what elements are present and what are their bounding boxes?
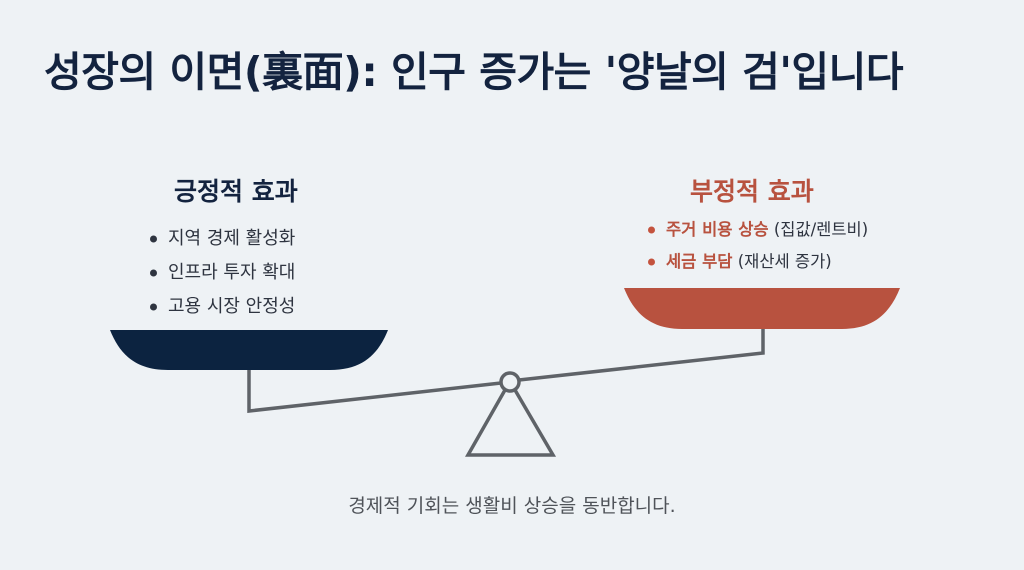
- balance-beam-icon: [247, 370, 502, 413]
- negative-effects-heading: 부정적 효과: [690, 177, 814, 206]
- list-item-emphasis: 주거 비용 상승: [666, 220, 769, 239]
- bullet-icon: [150, 269, 157, 277]
- bullet-icon: [150, 303, 157, 311]
- list-item: 주거 비용 상승 (집값/렌트비): [644, 214, 868, 246]
- bullet-icon: [150, 235, 157, 243]
- scale-pan-right-icon: [624, 288, 900, 329]
- list-item-detail: (재산세 증가): [732, 252, 832, 271]
- caption: 경제적 기회는 생활비 상승을 동반합니다.: [348, 495, 676, 517]
- list-item-text: 인프라 투자 확대: [168, 262, 296, 283]
- positive-effects-list: 지역 경제 활성화 인프라 투자 확대 고용 시장 안정성: [146, 222, 295, 324]
- list-item-text: 지역 경제 활성화: [168, 228, 296, 249]
- list-item-emphasis: 세금 부담: [666, 252, 733, 271]
- bullet-icon: [648, 226, 655, 234]
- positive-effects-heading: 긍정적 효과: [174, 177, 298, 206]
- negative-effects-list: 주거 비용 상승 (집값/렌트비) 세금 부담 (재산세 증가): [644, 214, 868, 278]
- bullet-icon: [648, 258, 655, 266]
- list-item-text: 고용 시장 안정성: [168, 296, 296, 317]
- list-item: 지역 경제 활성화: [146, 222, 295, 256]
- list-item-detail: (집값/렌트비): [768, 220, 869, 239]
- list-item: 세금 부담 (재산세 증가): [644, 246, 868, 278]
- fulcrum-triangle-icon: [464, 389, 557, 457]
- list-item: 고용 시장 안정성: [146, 290, 295, 324]
- scale-pan-left-icon: [110, 330, 388, 370]
- list-item: 인프라 투자 확대: [146, 256, 295, 290]
- balance-beam-right-arm: [518, 329, 765, 382]
- pivot-icon: [499, 371, 521, 393]
- page-title: 성장의 이면(裏面): 인구 증가는 '양날의 검'입니다: [44, 48, 904, 96]
